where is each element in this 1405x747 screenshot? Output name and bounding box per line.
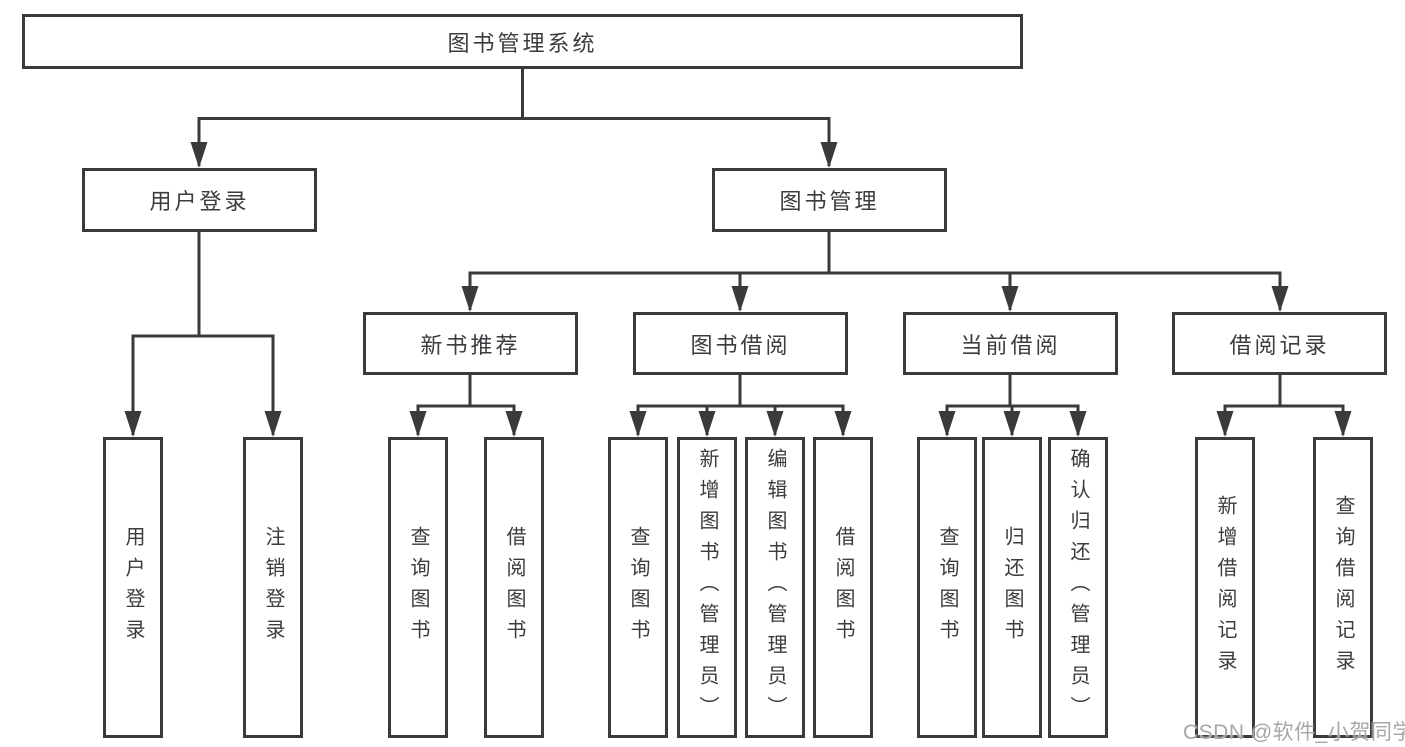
node-label: 图书管理 xyxy=(779,189,880,214)
node-borrowing-records: 借阅记录 xyxy=(1172,312,1387,375)
leaf-edit-books-admin: 编辑图书（管理员） xyxy=(745,437,805,738)
connector-segments xyxy=(131,69,1345,435)
leaf-add-books-admin: 新增图书（管理员） xyxy=(677,437,737,738)
leaf-borrow-books: 借阅图书 xyxy=(813,437,873,738)
node-label: 图书管理系统 xyxy=(447,30,598,56)
leaf-logout-login: 注销登录 xyxy=(243,437,303,738)
arrowheads xyxy=(124,142,1352,437)
leaf-confirm-return-admin: 确认归还（管理员） xyxy=(1048,437,1108,738)
node-label: 新书推荐 xyxy=(420,332,521,358)
node-label: 新增借阅记录 xyxy=(1214,494,1236,681)
node-book-management: 图书管理 xyxy=(712,168,947,232)
node-label: 确认归还（管理员） xyxy=(1067,448,1089,727)
node-label: 用户登录 xyxy=(122,525,144,650)
node-label: 查询图书 xyxy=(936,525,958,650)
node-book-borrowing: 图书借阅 xyxy=(633,312,848,375)
node-current-borrowing: 当前借阅 xyxy=(903,312,1118,375)
node-label: 图书借阅 xyxy=(690,332,791,358)
leaf-user-login: 用户登录 xyxy=(103,437,163,738)
leaf-query-books-borrowing: 查询图书 xyxy=(608,437,668,738)
node-label: 用户登录 xyxy=(149,189,250,214)
node-label: 归还图书 xyxy=(1001,525,1023,650)
leaf-query-books-current: 查询图书 xyxy=(917,437,977,738)
leaf-query-books-recommend: 查询图书 xyxy=(388,437,448,738)
node-label: 新增图书（管理员） xyxy=(696,448,718,727)
node-label: 注销登录 xyxy=(262,525,284,650)
leaf-add-borrow-record: 新增借阅记录 xyxy=(1195,437,1255,738)
leaf-query-borrow-record: 查询借阅记录 xyxy=(1313,437,1373,738)
leaf-return-books: 归还图书 xyxy=(982,437,1042,738)
node-user-login: 用户登录 xyxy=(82,168,317,232)
node-label: 借阅图书 xyxy=(503,525,525,650)
node-label: 查询借阅记录 xyxy=(1332,494,1354,681)
node-label: 查询图书 xyxy=(627,525,649,650)
node-new-book-recommend: 新书推荐 xyxy=(363,312,578,375)
node-root: 图书管理系统 xyxy=(22,14,1023,69)
node-label: 编辑图书（管理员） xyxy=(764,448,786,727)
node-label: 当前借阅 xyxy=(960,332,1061,358)
leaf-borrow-books-recommend: 借阅图书 xyxy=(484,437,544,738)
node-label: 借阅图书 xyxy=(832,525,854,650)
node-label: 借阅记录 xyxy=(1229,332,1330,358)
csdn-watermark: CSDN @软件_小贺同学 xyxy=(1183,721,1405,744)
node-label: 查询图书 xyxy=(407,525,429,650)
